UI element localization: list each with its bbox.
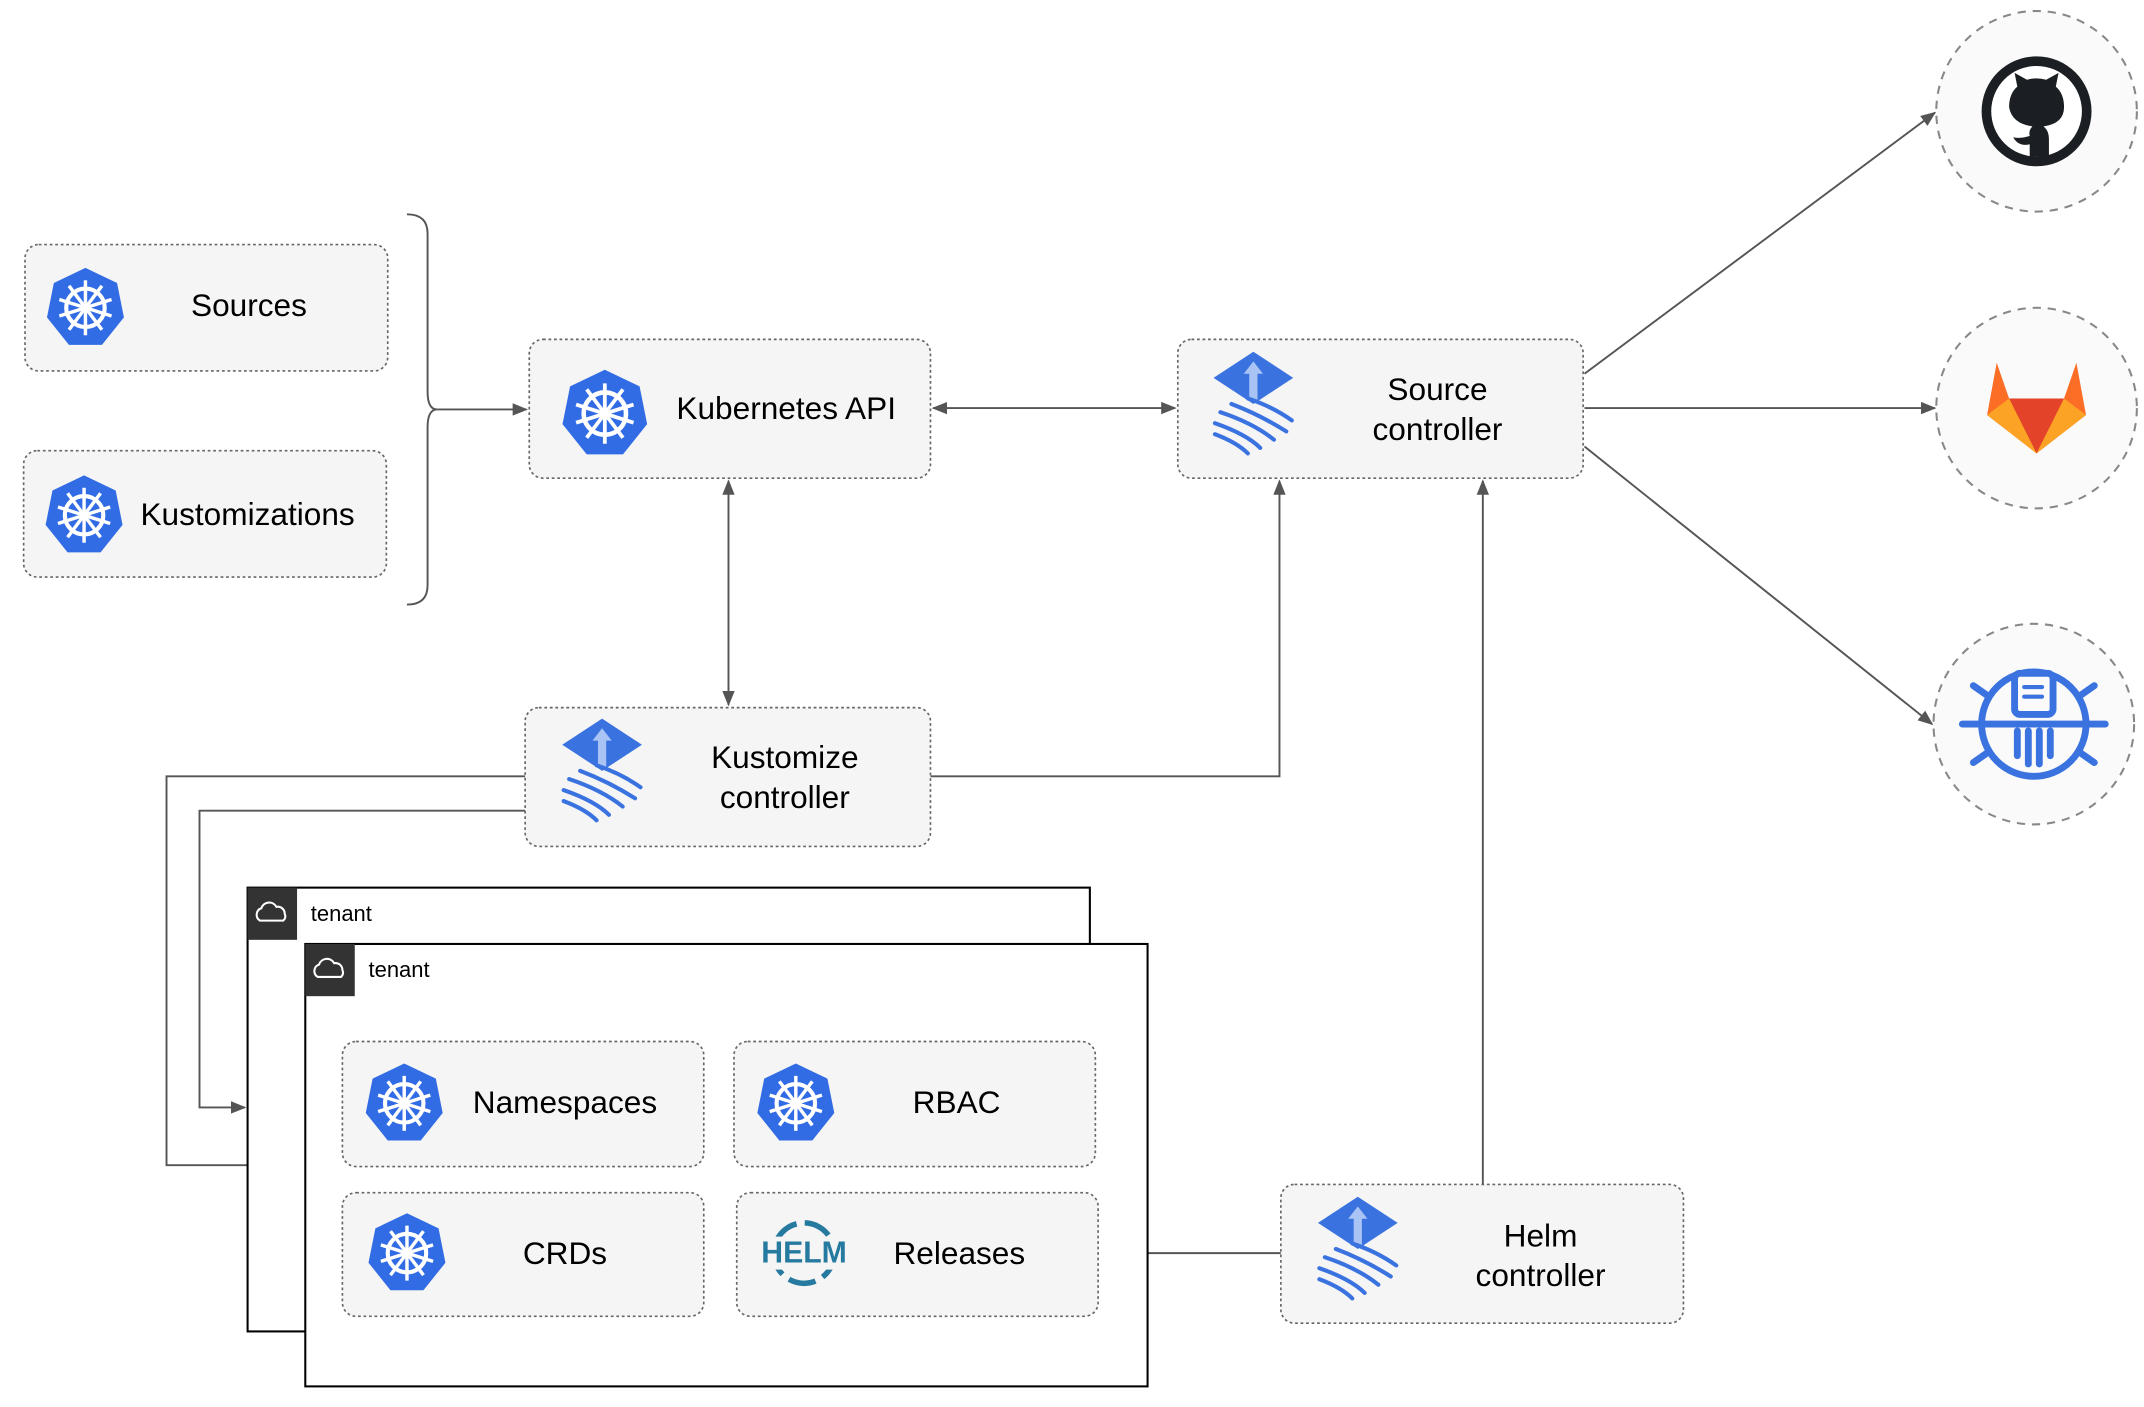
gitlab-node[interactable] <box>1935 306 2138 510</box>
node-kustomize-controller[interactable]: Kustomize controller <box>524 706 932 848</box>
helm-icon: HELM <box>755 1220 855 1287</box>
sources-label: Sources <box>191 287 307 323</box>
kustomizations-label: Kustomizations <box>140 496 354 532</box>
kustomize-controller-label-2: controller <box>720 779 850 815</box>
arrow-source-github <box>1583 111 1937 375</box>
github-icon <box>1981 56 2092 167</box>
node-rbac[interactable]: RBAC <box>733 1040 1097 1168</box>
releases-label: Releases <box>893 1235 1025 1271</box>
namespaces-label: Namespaces <box>473 1084 657 1120</box>
node-kustomizations[interactable]: Kustomizations <box>22 449 388 578</box>
arrow-kustomize-tenant-back <box>198 809 526 1114</box>
svg-text:HELM: HELM <box>761 1236 847 1269</box>
tenant-label: tenant <box>311 901 372 926</box>
crds-label: CRDs <box>523 1235 607 1271</box>
helm-controller-label-2: controller <box>1476 1257 1606 1293</box>
brace <box>406 213 438 606</box>
source-controller-label-2: controller <box>1373 411 1503 447</box>
node-source-controller[interactable]: Source controller <box>1176 338 1584 479</box>
kustomize-controller-label-1: Kustomize <box>711 739 858 775</box>
node-sources[interactable]: Sources <box>24 243 389 372</box>
tenant-front[interactable]: tenant Namespaces RBAC CRDs HELM Release… <box>304 942 1149 1388</box>
gitlab-icon <box>1987 362 2087 454</box>
node-kubernetes-api[interactable]: Kubernetes API <box>528 338 932 479</box>
node-namespaces[interactable]: Namespaces <box>341 1040 705 1168</box>
arrow-source-bucket <box>1583 445 1934 726</box>
helm-controller-label-1: Helm <box>1504 1217 1578 1253</box>
node-releases[interactable]: HELM Releases <box>735 1191 1099 1318</box>
bucket-icon <box>1958 668 2109 780</box>
arrow-kustomize-tenant-front <box>165 775 526 1172</box>
node-helm-controller[interactable]: Helm controller <box>1280 1183 1685 1325</box>
source-controller-label-1: Source <box>1387 371 1487 407</box>
node-crds[interactable]: CRDs <box>341 1191 705 1318</box>
kubernetes-api-label: Kubernetes API <box>676 390 896 426</box>
github-node[interactable] <box>1935 9 2138 213</box>
arrow-kustomize-source <box>930 479 1286 778</box>
rbac-label: RBAC <box>913 1084 1001 1120</box>
tenant-label: tenant <box>369 957 430 982</box>
bucket-node[interactable] <box>1932 622 2136 826</box>
